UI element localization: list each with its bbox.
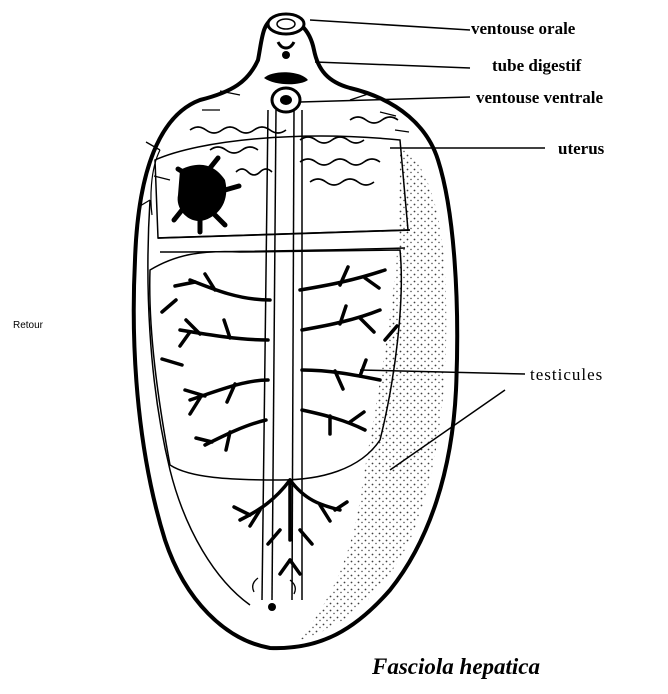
label-ventouse-ventrale: ventouse ventrale [476, 88, 603, 108]
label-tube-digestif: tube digestif [492, 56, 581, 76]
label-uterus: uterus [558, 139, 604, 159]
leader-ventouse-orale [310, 20, 470, 30]
label-ventouse-orale: ventouse orale [471, 19, 575, 39]
leader-tube-digestif [315, 62, 470, 68]
retour-link[interactable]: Retour [13, 320, 43, 331]
label-testicules: testicules [530, 365, 603, 385]
diagram-title: Fasciola hepatica [372, 654, 540, 680]
